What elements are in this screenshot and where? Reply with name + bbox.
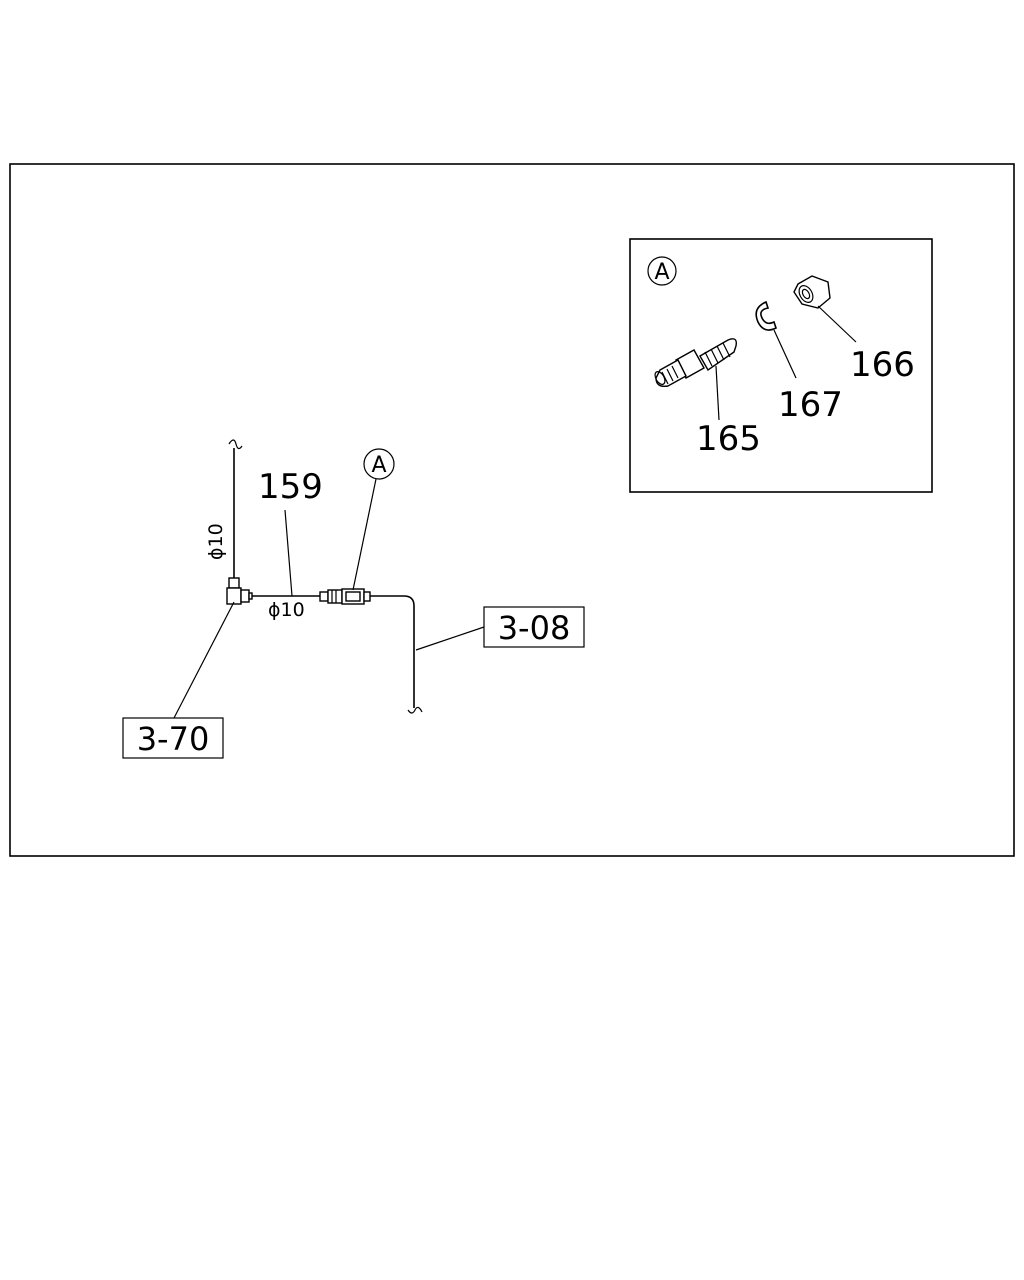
- diagram-frame: [9, 163, 1015, 857]
- leader-a: [352, 478, 377, 591]
- connector-part-165: [654, 338, 738, 388]
- diameter-label-horizontal: ϕ10: [268, 599, 305, 621]
- right-pipe: [370, 595, 415, 708]
- callout-165: 165: [696, 419, 761, 459]
- ref-box-left: [122, 717, 224, 759]
- leader-165: [715, 365, 720, 421]
- leader-167: [773, 329, 797, 379]
- detail-marker-label: A: [371, 453, 386, 478]
- pipe-break-top: [228, 439, 243, 450]
- detail-inset: A 165 167 166: [629, 238, 933, 493]
- connector-a: [319, 588, 371, 605]
- diameter-label-vertical: ϕ10: [205, 523, 227, 560]
- callout-167: 167: [778, 385, 843, 425]
- inset-marker: A: [647, 256, 677, 286]
- ref-label-right: 3-08: [498, 609, 571, 647]
- ref-label-left: 3-70: [137, 720, 210, 758]
- callout-159: 159: [258, 467, 323, 507]
- clip-part-167: [755, 300, 777, 331]
- inset-marker-label: A: [654, 260, 669, 285]
- leader-159: [284, 509, 293, 597]
- pipe-break-bottom: [407, 706, 423, 714]
- callout-166: 166: [850, 345, 915, 385]
- leader-ref-right: [415, 626, 485, 651]
- leader-ref-left: [173, 601, 235, 719]
- inset-frame: [629, 238, 933, 493]
- nut-part-166: [793, 275, 831, 309]
- ref-box-right: [483, 606, 585, 648]
- leader-166: [817, 305, 857, 343]
- tee-fitting: [226, 577, 253, 605]
- pipe-assembly: ϕ10 ϕ10 159 A 3-70 3-08: [122, 439, 585, 759]
- detail-marker: A: [363, 448, 395, 480]
